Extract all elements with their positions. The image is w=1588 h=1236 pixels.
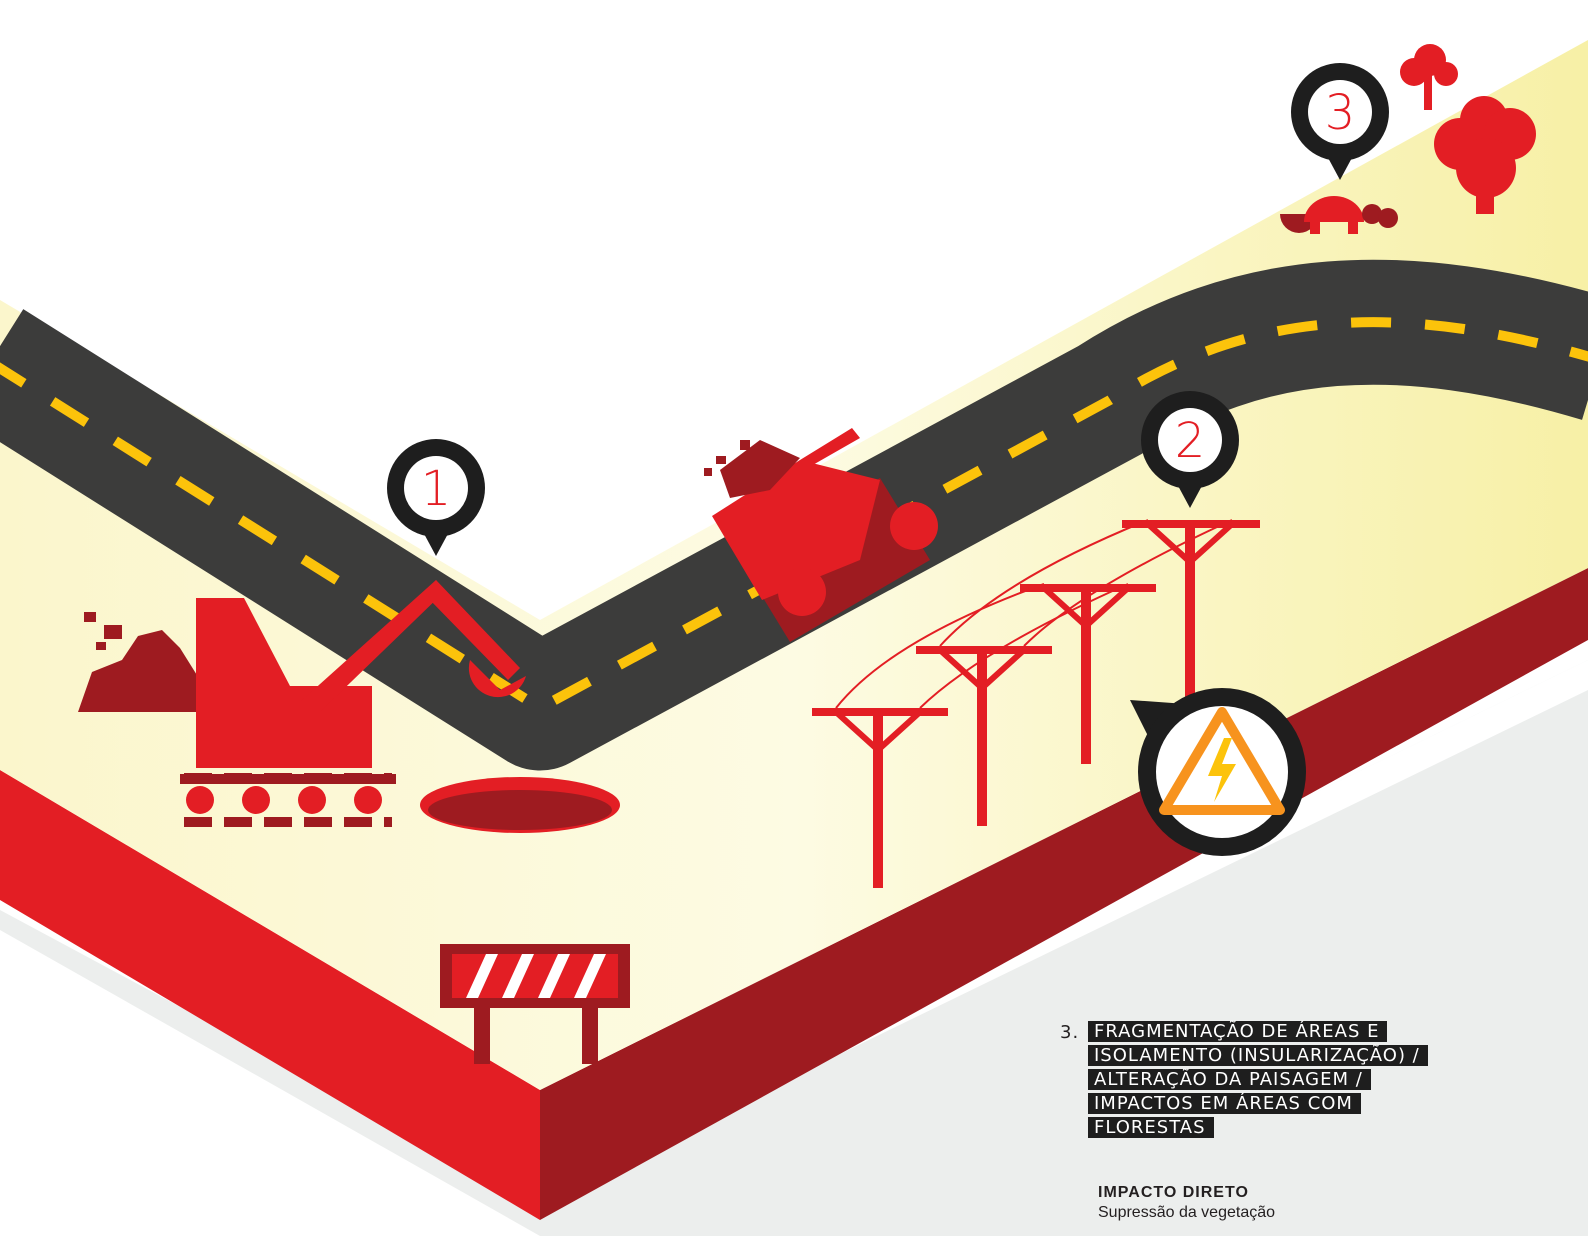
pin-number: 2 <box>1175 413 1206 469</box>
location-pin-3: 3 <box>1291 63 1389 180</box>
impact-type-label: IMPACTO DIRETO <box>1098 1184 1249 1201</box>
impact-description: Supressão da vegetação <box>1098 1204 1276 1221</box>
tree-icon <box>1400 44 1458 110</box>
slab-front-left <box>0 770 540 1220</box>
pin-number: 3 <box>1325 85 1356 141</box>
slab-front-right <box>540 568 1588 1220</box>
turtle-icon <box>1280 196 1398 234</box>
rubble-icon <box>78 612 200 712</box>
dump-truck-icon <box>704 428 938 642</box>
power-line-icon <box>812 519 1260 888</box>
excavator-icon <box>180 580 526 827</box>
location-pin-2: 2 <box>1141 391 1239 508</box>
hole-icon <box>420 777 620 833</box>
road-lane-line <box>0 317 1588 714</box>
tree-icon <box>1434 96 1536 214</box>
impact-title-text: FRAGMENTAÇÃO DE ÁREAS E ISOLAMENTO (INSU… <box>1088 1021 1428 1138</box>
impact-title: FRAGMENTAÇÃO DE ÁREAS E ISOLAMENTO (INSU… <box>1088 1020 1428 1140</box>
impact-index: 3. <box>1060 1022 1080 1043</box>
pin-number: 1 <box>421 461 452 517</box>
road-barrier-icon <box>440 944 630 1064</box>
location-pin-1: 1 <box>387 439 485 556</box>
ground-grey <box>0 660 1588 1236</box>
electrical-hazard-icon <box>1130 688 1306 856</box>
